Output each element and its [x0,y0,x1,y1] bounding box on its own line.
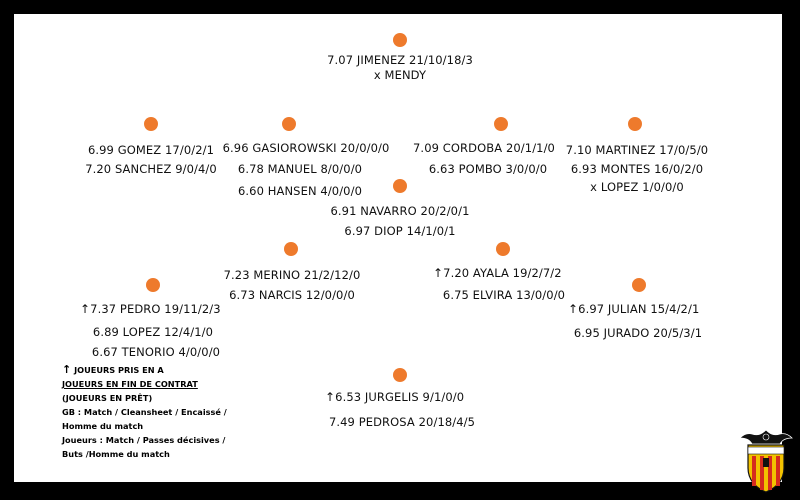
legend-player-format-2: Buts /Homme du match [62,449,170,459]
legend-contract-end: JOUEURS EN FIN DE CONTRAT [62,379,198,389]
position-dot-dm [393,179,407,193]
player-lcm-2: 6.73 NARCIS 12/0/0/0 [229,288,355,302]
player-lw-3: 6.67 TENORIO 4/0/0/0 [91,345,221,359]
up-arrow-icon: ↑ [80,302,91,316]
player-rb-2: 6.93 MONTES 16/0/2/0 [570,162,704,176]
player-rcb-2: 6.63 POMBO 3/0/0/0 [428,162,548,176]
player-lw-2: 6.89 LOPEZ 12/4/1/0 [92,325,214,339]
player-dm-2: 6.97 DIOP 14/1/0/1 [344,224,456,238]
position-dot-lb [144,117,158,131]
position-dot-lcb [282,117,296,131]
position-dot-st [393,368,407,382]
position-dot-gk [393,33,407,47]
player-gk-1: 7.07 JIMENEZ 21/10/18/3 [327,53,473,67]
up-arrow-icon: ↑ [433,266,444,280]
position-dot-lcm [284,242,298,256]
position-dot-rcb [494,117,508,131]
player-dm-1: 6.91 NAVARRO 20/2/0/1 [330,204,470,218]
player-rb-1: 7.10 MARTINEZ 17/0/5/0 [565,143,709,157]
legend-player-format: Joueurs : Match / Passes décisives / [62,435,226,445]
player-lb-2: 7.20 SANCHEZ 9/0/4/0 [85,162,217,176]
legend-loan: (JOUEURS EN PRÊT) [62,393,153,403]
player-lw-1: ↑7.37 PEDRO 19/11/2/3 [80,302,221,316]
player-lcm-1: 7.23 MERINO 21/2/12/0 [223,268,361,282]
player-gk-2: x MENDY [373,68,427,82]
player-lb-1: 6.99 GOMEZ 17/0/2/1 [87,143,215,157]
position-dot-lw [146,278,160,292]
player-rw-1: ↑6.97 JULIAN 15/4/2/1 [568,302,700,316]
up-arrow-icon: ↑ [568,302,579,316]
position-dot-rw [632,278,646,292]
player-lcb-2: 6.78 MANUEL 8/0/0/0 [237,162,363,176]
player-rb-3: x LOPEZ 1/0/0/0 [590,180,684,194]
player-lcb-1: 6.96 GASIOROWSKI 20/0/0/0 [222,141,390,155]
player-st-1: ↑6.53 JURGELIS 9/1/0/0 [325,390,465,404]
legend: ↑ JOUEURS PRIS EN A JOUEURS EN FIN DE CO… [62,363,227,461]
legend-loan-arrow: ↑ JOUEURS PRIS EN A [62,363,164,376]
player-lcb-3: 6.60 HANSEN 4/0/0/0 [238,184,362,198]
legend-gk-format: GB : Match / Cleansheet / Encaissé / [62,407,227,417]
player-st-2: 7.49 PEDROSA 20/18/4/5 [328,415,476,429]
player-rcm-1: ↑7.20 AYALA 19/2/7/2 [433,266,562,280]
player-rw-2: 6.95 JURADO 20/5/3/1 [573,326,703,340]
position-dot-rcm [496,242,510,256]
legend-gk-format-2: Homme du match [62,421,144,431]
position-dot-rb [628,117,642,131]
lineup-board [14,14,782,482]
player-rcm-2: 6.75 ELVIRA 13/0/0/0 [442,288,566,302]
up-arrow-icon: ↑ [325,390,336,404]
up-arrow-icon: ↑ [62,363,72,376]
player-rcb-1: 7.09 CORDOBA 20/1/1/0 [413,141,555,155]
valencia-crest-icon [739,429,793,493]
